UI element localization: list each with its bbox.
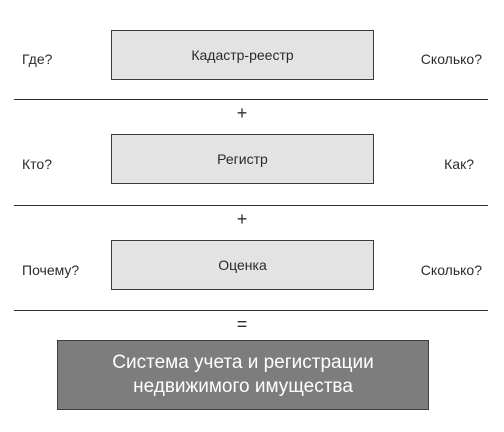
box-registry: Регистр xyxy=(111,134,374,184)
result-line-2: недвижимого имущества xyxy=(133,376,353,397)
plus-operator: + xyxy=(236,209,248,229)
divider-line xyxy=(14,310,488,311)
question-who: Кто? xyxy=(22,156,52,172)
box-label: Кадастр-реестр xyxy=(191,47,294,63)
divider-line xyxy=(14,99,488,100)
plus-operator: + xyxy=(236,103,248,123)
equals-operator: = xyxy=(236,314,248,334)
result-box: Система учета и регистрации недвижимого … xyxy=(57,340,429,410)
question-how: Как? xyxy=(444,156,474,172)
question-how-much: Сколько? xyxy=(420,262,482,278)
question-how-much: Сколько? xyxy=(420,51,482,67)
divider-line xyxy=(14,205,488,206)
result-line-1: Система учета и регистрации xyxy=(112,352,374,373)
box-label: Регистр xyxy=(217,151,268,167)
question-where: Где? xyxy=(22,51,53,67)
box-cadastre-registry: Кадастр-реестр xyxy=(111,30,374,80)
box-label: Оценка xyxy=(218,257,267,273)
question-why: Почему? xyxy=(22,262,80,278)
box-valuation: Оценка xyxy=(111,240,374,290)
